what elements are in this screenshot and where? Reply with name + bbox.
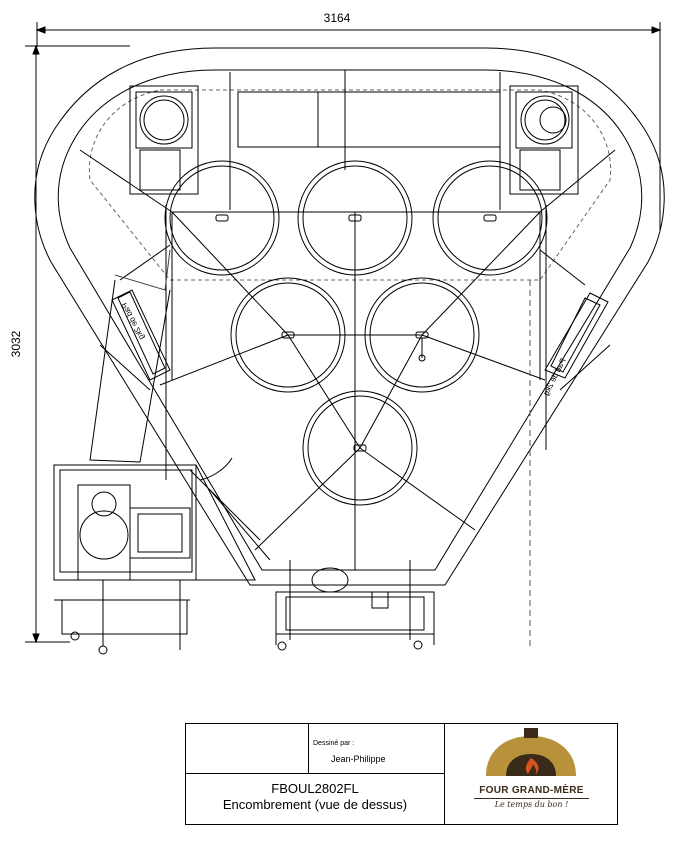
front-door-cart	[275, 560, 435, 651]
brand-slogan: Le temps du bon !	[494, 800, 569, 809]
oven-inner-shell	[57, 69, 643, 571]
drawn-by-label: Dessiné par :	[313, 740, 355, 747]
drawing-title-cell: FBOUL2802FL Encombrement (vue de dessus)	[186, 775, 444, 823]
tray-1	[164, 160, 280, 276]
width-label: 3164	[324, 11, 351, 25]
flue-housing	[237, 91, 501, 148]
burner-left	[99, 289, 171, 391]
oven-dome-icon	[486, 728, 576, 776]
tray-5	[364, 277, 480, 393]
burner-right	[544, 292, 611, 391]
title-block-blank-cell	[186, 724, 308, 774]
title-block-info: Dessiné par : Jean-Philippe FBOUL2802FL …	[186, 724, 445, 824]
oven-outer-shell	[34, 47, 665, 586]
width-dimension	[35, 22, 662, 230]
drawing-subtitle: Encombrement (vue de dessus)	[222, 797, 408, 812]
height-dimension	[25, 44, 130, 644]
brand-name: FOUR GRAND-MÈRE	[479, 785, 584, 796]
brand-logo: FOUR GRAND-MÈRE Le temps du bon !	[446, 724, 617, 824]
loading-station	[53, 279, 271, 655]
title-block: Dessiné par : Jean-Philippe FBOUL2802FL …	[185, 723, 618, 825]
motor-box-right	[509, 85, 579, 195]
drawing-code: FBOUL2802FL	[271, 781, 359, 796]
pad-label-right: Pad de 2kg	[541, 357, 567, 397]
drawn-by-name: Jean-Philippe	[331, 754, 386, 764]
drawn-by-cell: Dessiné par : Jean-Philippe	[308, 724, 445, 774]
height-label: 3032	[9, 330, 23, 357]
tray-4	[230, 277, 346, 393]
tray-3	[432, 160, 548, 276]
motor-box-left	[129, 85, 199, 195]
slogan-divider	[474, 798, 589, 799]
pad-label-left: Pad de 2kg	[120, 301, 146, 341]
floor-plan-drawing: Pad de 2kg Pad de 2kg 3164 3032	[9, 11, 665, 655]
tray-2	[297, 160, 413, 276]
tray-6	[302, 390, 418, 506]
